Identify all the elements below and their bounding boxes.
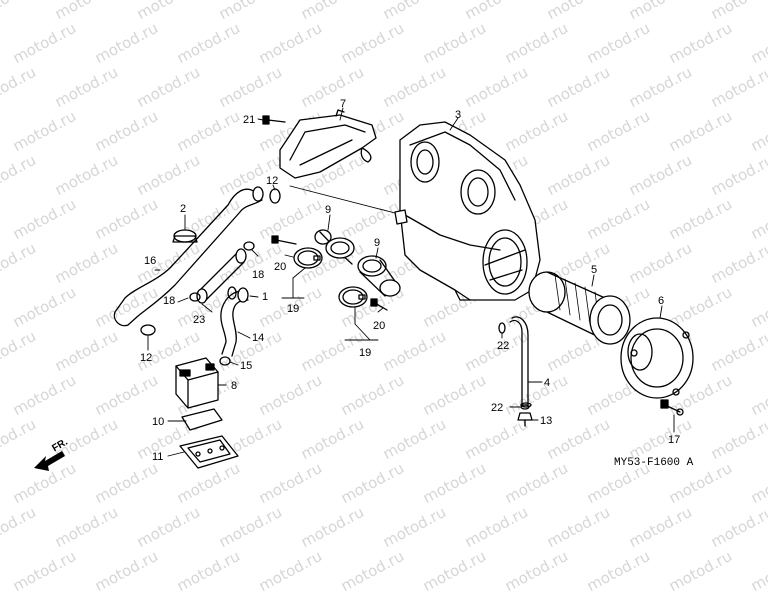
- clip-18a: [243, 241, 255, 251]
- screw-20-lower: [370, 298, 388, 311]
- label-part-10: 10: [152, 416, 164, 428]
- label-part-18-left: 18: [163, 295, 175, 307]
- label-part-19-upper: 19: [287, 303, 299, 315]
- clip-22b: [520, 402, 532, 408]
- bolt-17: [660, 399, 684, 416]
- connecting-tube-upper: [314, 229, 355, 265]
- label-part-18-right: 18: [252, 269, 264, 281]
- label-part-5: 5: [591, 264, 597, 276]
- label-part-23: 23: [193, 314, 205, 326]
- label-part-21: 21: [243, 114, 255, 126]
- clip-15: [219, 356, 231, 366]
- clamp-12a: [269, 188, 281, 204]
- label-part-8: 8: [231, 380, 237, 392]
- label-part-16: 16: [144, 255, 156, 267]
- screw-20-upper: [271, 235, 297, 245]
- air-cleaner-case: [394, 121, 541, 301]
- cover-part: [279, 109, 377, 179]
- label-part-20-lower: 20: [373, 320, 385, 332]
- gasket-10: [181, 408, 223, 431]
- diagram-code: MY53-F1600 A: [614, 457, 694, 469]
- drain-tube: [509, 316, 530, 410]
- label-part-2: 2: [180, 203, 186, 215]
- clip-18b: [189, 292, 201, 302]
- label-part-12-lower: 12: [140, 352, 152, 364]
- label-part-20-upper: 20: [274, 261, 286, 273]
- hose-clamp-2: [172, 229, 198, 243]
- part-labels: 7 3 21 12 9 9 5 6 17 4 22 22 13 20 19 20…: [140, 98, 680, 463]
- clamp-12b: [140, 324, 156, 336]
- label-part-13: 13: [540, 415, 552, 427]
- front-arrow-icon: [34, 451, 65, 471]
- label-part-1: 1: [262, 291, 268, 303]
- parts-diagram: 7 3 21 12 9 9 5 6 17 4 22 22 13 20 19 20…: [34, 98, 694, 471]
- label-part-9-lower: 9: [374, 237, 380, 249]
- label-part-22-upper: 22: [497, 340, 509, 352]
- label-part-19-lower: 19: [359, 347, 371, 359]
- plate-11: [179, 435, 239, 469]
- hose-14: [220, 287, 249, 357]
- connecting-tube-lower: [357, 255, 401, 297]
- label-part-7: 7: [340, 98, 346, 110]
- screw-13: [517, 412, 533, 427]
- air-filter-element: [528, 271, 631, 345]
- clamp-1: [227, 286, 237, 300]
- clamp-19-upper: [293, 247, 323, 269]
- filter-cover: [620, 317, 694, 399]
- label-part-3: 3: [455, 109, 461, 121]
- label-part-11: 11: [152, 451, 163, 463]
- clip-22a: [498, 322, 506, 334]
- label-part-17: 17: [668, 434, 680, 446]
- label-part-12-upper: 12: [266, 175, 278, 187]
- leader-lines: [147, 107, 675, 457]
- label-part-9-upper: 9: [325, 204, 331, 216]
- clamp-19-lower: [338, 286, 368, 308]
- label-part-15: 15: [240, 360, 252, 372]
- label-part-14: 14: [252, 332, 264, 344]
- label-part-22-lower: 22: [491, 402, 503, 414]
- label-part-6: 6: [658, 295, 664, 307]
- screw-21: [262, 115, 286, 125]
- chamber-box: [175, 357, 219, 409]
- hose-16: [113, 186, 264, 327]
- label-part-4: 4: [544, 377, 550, 389]
